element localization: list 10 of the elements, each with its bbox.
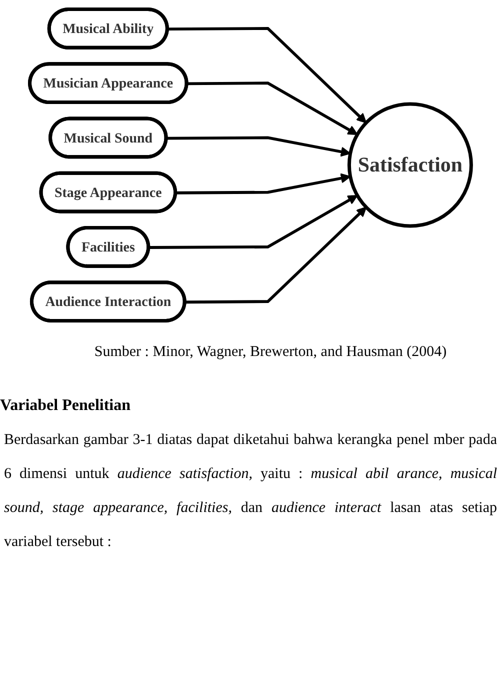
arrow	[176, 173, 351, 194]
arrow	[168, 27, 367, 124]
arrow	[185, 206, 367, 304]
node-circle: Satisfaction	[347, 102, 473, 228]
arrow	[148, 194, 358, 249]
arrow	[166, 136, 351, 157]
section-heading: Variabel Penelitian	[0, 397, 132, 415]
body-paragraph: Berdasarkan gambar 3-1 diatas dapat diketahui bahwa kerangka penel mber pada 6 dimensi untuk audience satisfaction, yaitu : musical abil arance, musical sound, stage appearance, facilities, dan audience interact lasan atas setiap variabel tersebut :	[4, 431, 497, 552]
source-caption: Sumber : Minor, Wagner, Brewerton, and Hausman (2004)	[93, 344, 448, 361]
arrow	[187, 82, 358, 136]
